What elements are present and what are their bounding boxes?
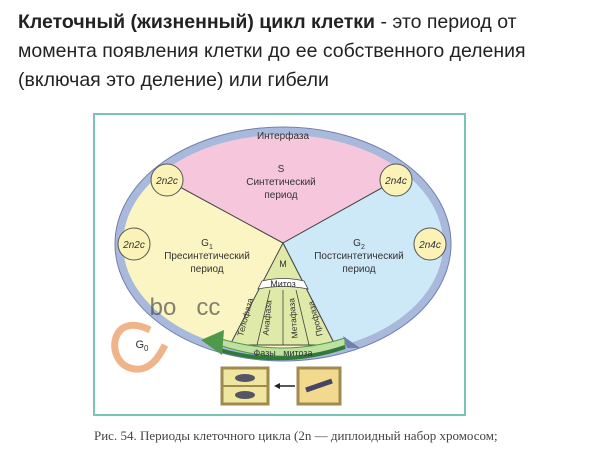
svg-text:2n2c: 2n2c xyxy=(122,240,145,251)
g2-letter: G2 xyxy=(353,238,365,251)
svg-text:2n4c: 2n4c xyxy=(384,176,407,187)
telophase-cell-image xyxy=(220,366,270,406)
mitosis-band xyxy=(257,278,309,290)
m-label: M xyxy=(279,259,287,269)
figure-caption: Рис. 54. Периоды клеточного цикла (2n — … xyxy=(94,428,498,443)
badge-2n2c-left: 2n2c xyxy=(117,227,151,261)
g1-letter: G1 xyxy=(201,238,213,251)
g2-line2: период xyxy=(342,264,375,275)
svg-text:2n2c: 2n2c xyxy=(155,176,178,187)
phases-arrow-label: Фазы митоза xyxy=(253,348,312,358)
g2-line1: Постсинтетический xyxy=(314,251,404,262)
phases-arrow-edge xyxy=(219,345,346,361)
phase-anaphase: Анафаза xyxy=(260,299,273,335)
g1-line2: период xyxy=(190,264,223,275)
watermark: bo cc xyxy=(150,294,221,321)
phase-divider xyxy=(295,289,310,346)
badge-2n2c-top: 2n2c xyxy=(150,163,184,197)
g0-loop xyxy=(111,321,169,373)
phase-metaphase: Метафаза xyxy=(286,297,300,338)
phase-divider xyxy=(256,289,271,346)
g0-label: G0 xyxy=(135,339,149,353)
mitosis-sector xyxy=(229,241,336,346)
s-line1: Синтетический xyxy=(246,177,316,188)
interphase-label: Интерфаза xyxy=(257,130,310,142)
transition-arrow-head xyxy=(274,383,280,389)
badge-2n4c-top: 2n4c xyxy=(379,163,413,197)
arrow-head xyxy=(201,330,224,355)
title-bold: Клеточный (жизненный) цикл клетки xyxy=(18,11,376,33)
ring-arrow-head xyxy=(343,336,360,348)
s-line2: период xyxy=(264,190,297,201)
title-rest: - это период от момента появления клетки… xyxy=(18,11,526,91)
slide-title: Клеточный (жизненный) цикл клетки - это … xyxy=(18,8,598,95)
s-letter: S xyxy=(278,164,285,175)
mitosis-label: Митоз xyxy=(270,279,296,289)
g1-line1: Пресинтетический xyxy=(164,251,250,262)
badge-2n4c-right: 2n4c xyxy=(413,227,447,261)
metaphase-cell-image xyxy=(296,366,342,406)
svg-text:2n4c: 2n4c xyxy=(418,240,441,251)
